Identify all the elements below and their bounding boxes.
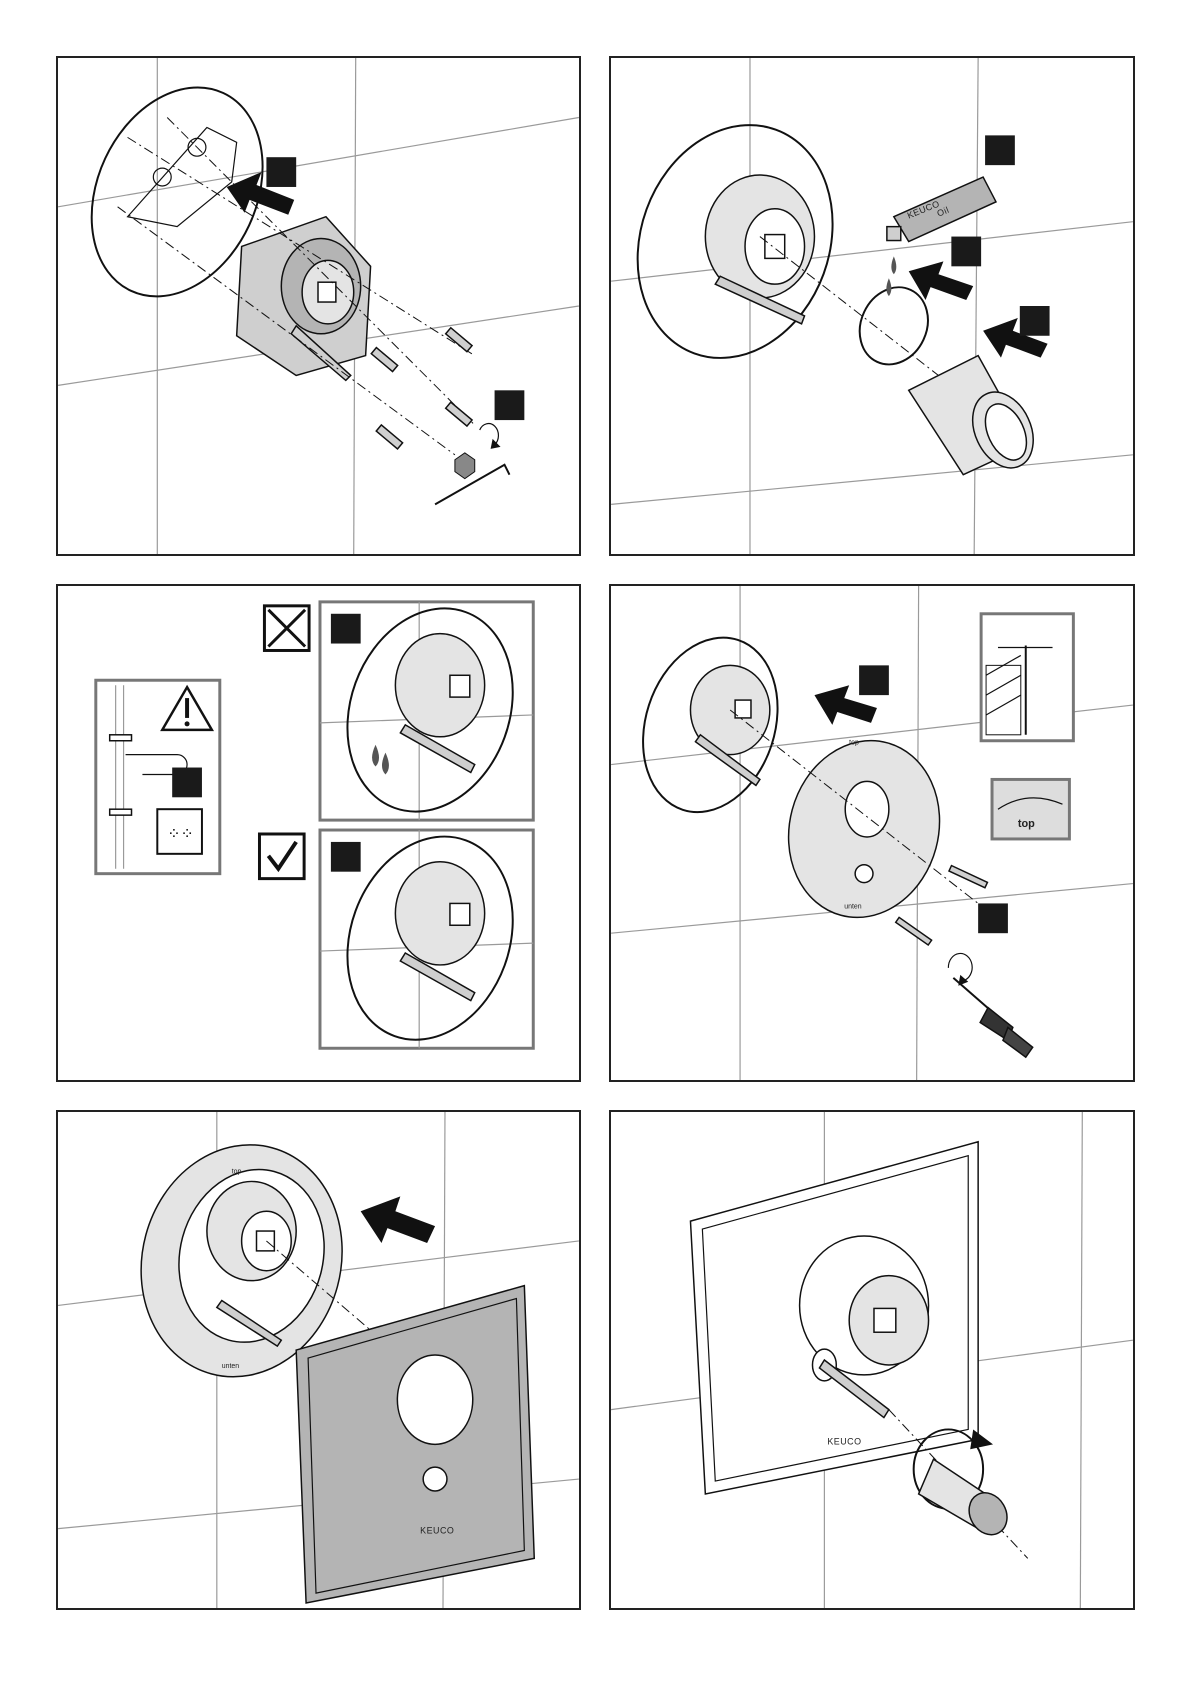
wall-tiles — [611, 58, 1133, 554]
attach-handle-illustration: KEUCO — [611, 1112, 1133, 1608]
wrong-indicator-icon — [264, 606, 309, 651]
push-arrow-icon — [361, 1196, 435, 1243]
plate-bottom-label: unten — [844, 903, 862, 910]
rinse-warning-box: ⁘⁘ — [96, 680, 220, 873]
step-badge — [985, 135, 1015, 165]
step-badge — [266, 157, 296, 187]
plate-top-label: top — [232, 1169, 242, 1176]
lubricate-illustration: KEUCO Oil — [611, 58, 1133, 554]
sealed-install-detail — [320, 813, 540, 1063]
step-panel-rinse-check: ⁘⁘ — [56, 584, 581, 1082]
step-panel-attach-handle: KEUCO — [609, 1110, 1135, 1610]
step-badge — [978, 903, 1008, 933]
rotate-clockwise-icon — [948, 953, 972, 985]
step-badge — [951, 237, 981, 267]
wall-gap-detail — [981, 614, 1073, 741]
step-panel-cover-plate: top unten KEUCO — [56, 1110, 581, 1610]
step-panel-mounting-plate: top unten top — [609, 584, 1135, 1082]
cover-plate-brand: KEUCO — [827, 1436, 861, 1446]
valve-cartridge — [705, 175, 814, 324]
valve-body — [237, 217, 371, 381]
cover-plate-brand: KEUCO — [420, 1526, 454, 1536]
rotate-clockwise-icon — [480, 424, 501, 449]
svg-text:⁘⁘: ⁘⁘ — [167, 824, 194, 843]
oil-tube: KEUCO Oil — [887, 177, 996, 241]
valve-cartridge — [690, 665, 769, 785]
top-mark-label: top — [1018, 818, 1035, 830]
mount-valve-illustration — [58, 58, 579, 554]
handle-lever — [919, 1459, 1015, 1541]
screwdriver-icon — [953, 978, 1032, 1057]
oil-drop-icon — [891, 256, 896, 274]
leaking-install-detail — [320, 586, 540, 835]
rinse-check-illustration: ⁘⁘ — [58, 586, 579, 1080]
mounting-plate-illustration: top unten top — [611, 586, 1133, 1080]
step-panel-lubricate-sleeve: KEUCO Oil — [609, 56, 1135, 556]
step-badge — [331, 614, 361, 644]
top-mark-detail: top — [992, 779, 1069, 839]
hex-key-icon — [435, 453, 509, 505]
sleeve-tube — [909, 356, 1045, 478]
correct-indicator-icon — [259, 834, 304, 879]
step-badge — [1020, 306, 1050, 336]
step-badge — [495, 390, 525, 420]
step-badge — [172, 768, 202, 798]
plate-bottom-label: unten — [222, 1363, 240, 1370]
plate-top-label: top — [849, 740, 859, 747]
step-badge — [859, 665, 889, 695]
step-panel-mount-valve-body — [56, 56, 581, 556]
oil-drop-icon — [886, 278, 891, 296]
cover-plate-illustration: top unten KEUCO — [58, 1112, 579, 1608]
cover-plate: KEUCO — [296, 1286, 534, 1603]
step-badge — [331, 842, 361, 872]
water-spray-icon: ⁘⁘ — [157, 809, 202, 854]
